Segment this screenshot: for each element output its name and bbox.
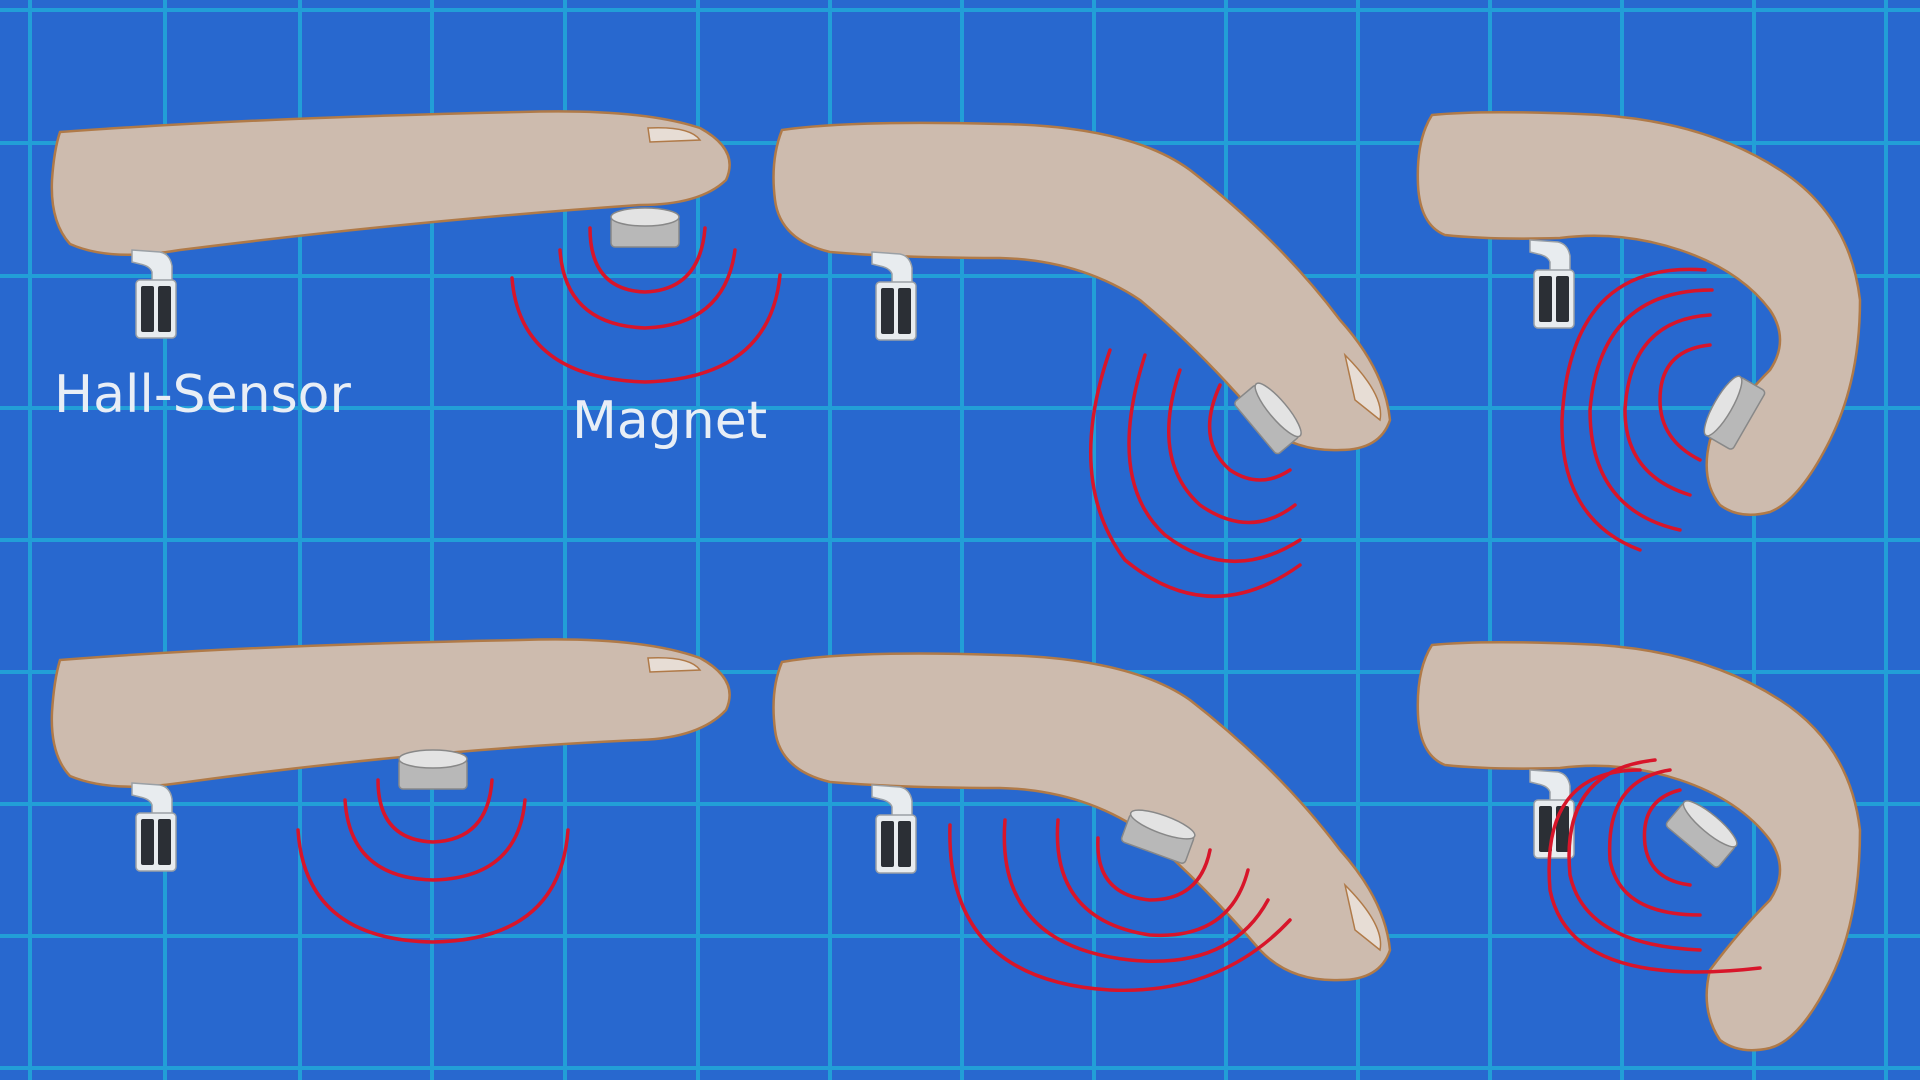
panel-half-bent-tip-magnet: [772, 121, 1392, 599]
panel-fully-bent-middle-magnet: [1416, 640, 1862, 1052]
panel-half-bent-middle-magnet: [772, 652, 1392, 993]
finger: [1416, 640, 1862, 1052]
fingernail: [647, 127, 702, 143]
fingernail: [1343, 352, 1382, 422]
magnet-icon: [398, 749, 468, 790]
magnetic-field-waves: [510, 226, 782, 384]
panel-straight-middle-magnet: [50, 638, 731, 944]
hall-sensor-icon: [1529, 239, 1575, 329]
panel-straight-tip-magnet: [50, 110, 782, 384]
hall-sensor-label: Hall-Sensor: [54, 365, 351, 425]
hall-sensor-icon: [131, 249, 177, 339]
magnetic-field-waves: [948, 818, 1292, 993]
fingernail: [647, 657, 702, 673]
hall-sensor-icon: [871, 251, 917, 341]
magnetic-field-waves: [1547, 758, 1762, 974]
fingernail: [1343, 882, 1382, 952]
magnet-label: Magnet: [572, 391, 767, 451]
magnetic-field-waves: [1560, 267, 1714, 552]
magnetic-field-waves: [1088, 348, 1302, 599]
magnetic-field-waves: [296, 778, 570, 944]
magnet-icon: [610, 207, 680, 248]
hall-sensor-icon: [131, 782, 177, 872]
finger: [50, 110, 731, 257]
finger: [772, 121, 1392, 452]
hall-sensor-icon: [871, 784, 917, 874]
finger: [50, 638, 731, 788]
panel-fully-bent-tip-magnet: [1416, 110, 1862, 552]
